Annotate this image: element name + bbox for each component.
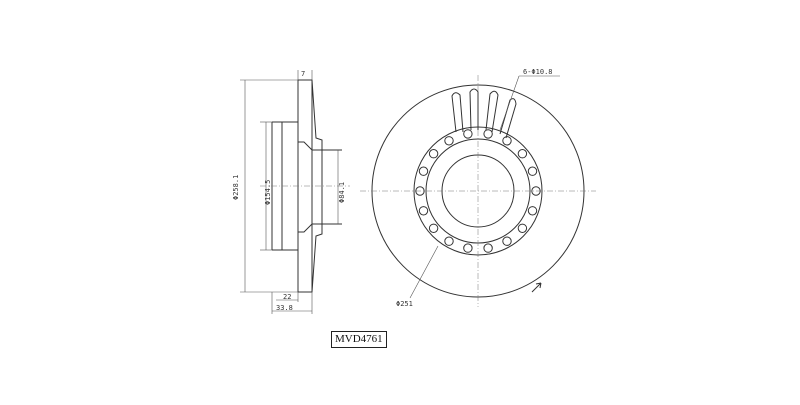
pitch-circle-label: Φ251 (396, 300, 413, 308)
vent-hole (444, 236, 454, 246)
vent-hole (463, 129, 473, 139)
center-bore-label: Φ84.1 (338, 182, 346, 203)
vent-hole (428, 223, 439, 234)
vent-hole (527, 206, 538, 216)
small-dim-label: 7 (301, 70, 305, 78)
vent-hole (444, 136, 454, 146)
vent-hole (517, 149, 528, 159)
vent-hole (502, 236, 512, 246)
vent-hole (428, 149, 439, 159)
vent-hole (483, 129, 493, 139)
bolt-hole-label: 6-Φ10.8 (523, 68, 553, 76)
disc-section-bottom (297, 223, 323, 293)
disc-section-top (297, 79, 323, 151)
cooling-vanes (451, 88, 517, 139)
front-view: 6-Φ10.8 Φ251 (360, 68, 596, 308)
vent-hole (502, 136, 512, 146)
vent-hole (531, 186, 541, 196)
vent-hole (418, 206, 429, 216)
vent-hole (527, 166, 538, 176)
thickness-label: 22 (283, 293, 291, 301)
vent-hole (415, 186, 425, 196)
total-height-label: 33.8 (276, 304, 293, 312)
outer-diameter-label: Φ258.1 (232, 175, 240, 200)
bolt-holes-group (415, 129, 541, 253)
vent-hole (463, 243, 473, 253)
vent-hole (517, 223, 528, 234)
hub-diameter-label: Φ154.5 (264, 180, 272, 205)
vent-hole (483, 243, 493, 253)
side-section-view: Φ258.1 Φ154.5 Φ84.1 7 22 33.8 (232, 70, 350, 314)
vent-hole (418, 166, 429, 176)
part-number-label: MVD4761 (331, 331, 387, 348)
